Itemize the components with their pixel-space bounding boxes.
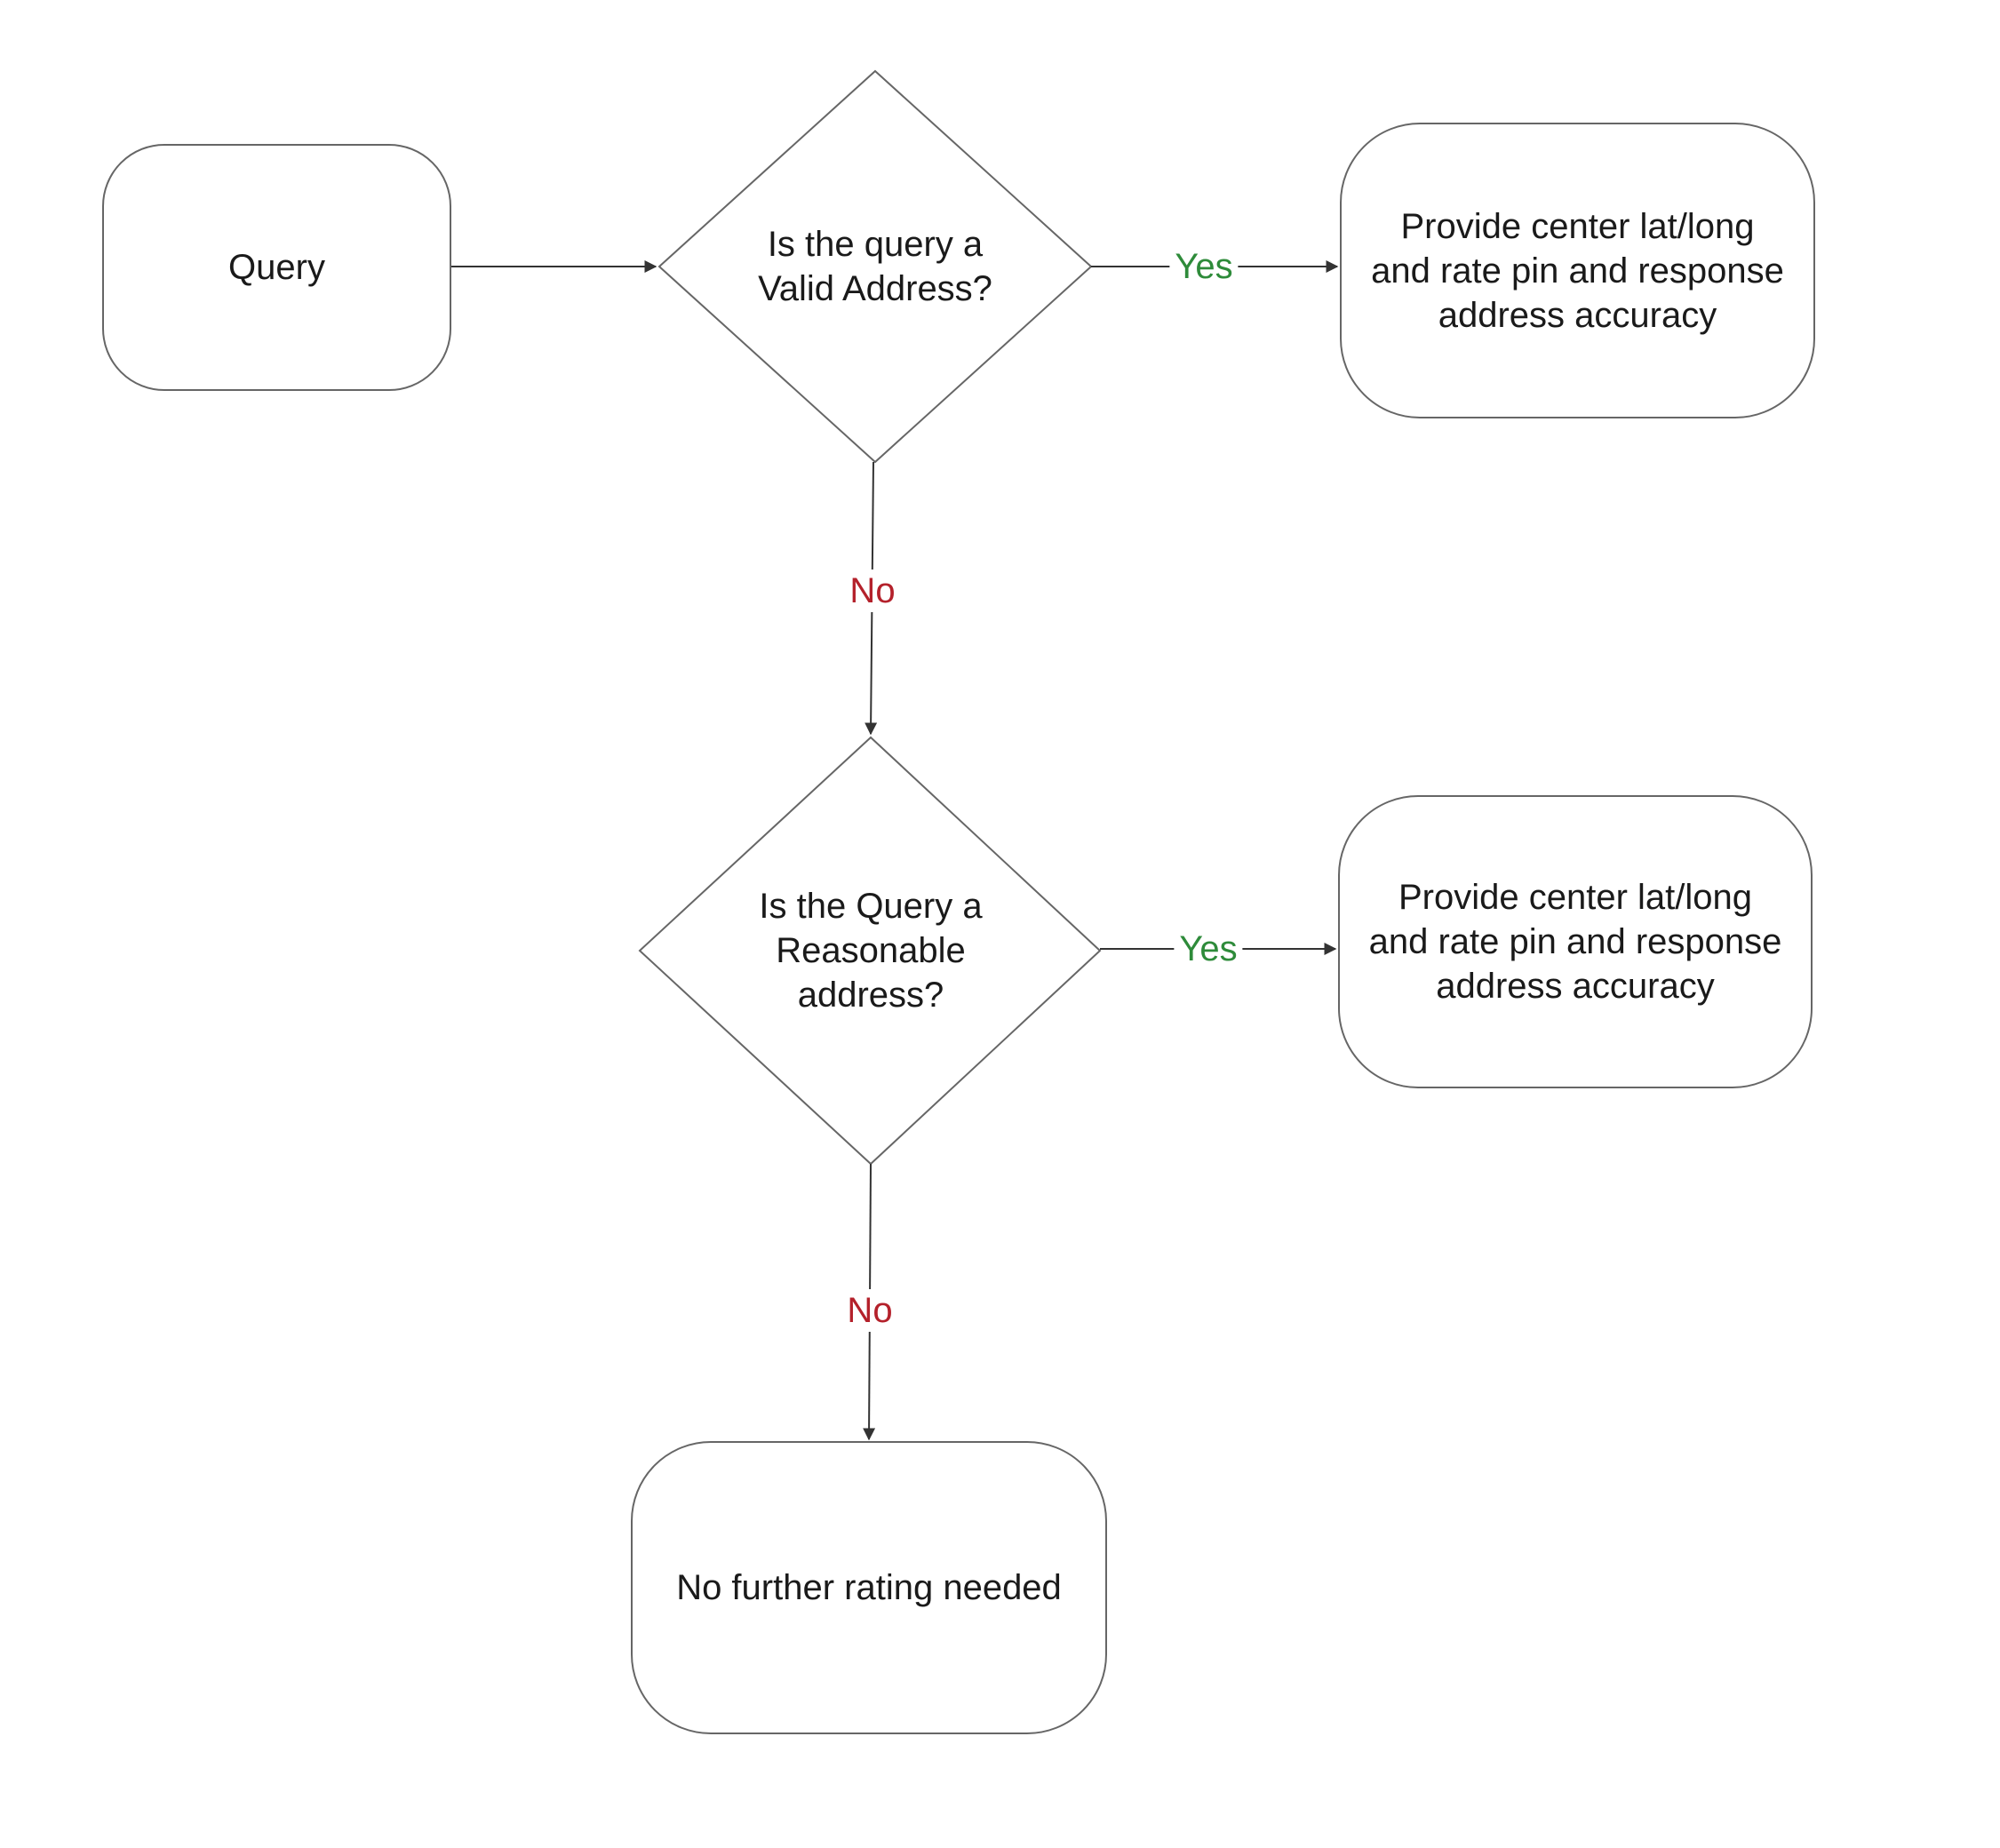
edge-label-reasonable-yes: Yes bbox=[1174, 928, 1243, 970]
node-result-reasonable-text: Provide center lat/long and rate pin and… bbox=[1368, 878, 1782, 1006]
edge-label-reasonable-no: No bbox=[841, 1289, 898, 1332]
node-result-valid-text: Provide center lat/long and rate pin and… bbox=[1371, 206, 1784, 335]
edge-label-valid-no: No bbox=[844, 570, 901, 612]
node-result-reasonable: Provide center lat/long and rate pin and… bbox=[1338, 795, 1813, 1088]
node-query: Query bbox=[102, 144, 451, 391]
node-query-text: Query bbox=[228, 248, 325, 287]
decision-valid-address-label: Is the query a Valid Address? bbox=[758, 225, 992, 308]
node-result-valid: Provide center lat/long and rate pin and… bbox=[1340, 123, 1815, 418]
edge-label-valid-yes: Yes bbox=[1169, 245, 1239, 288]
node-result-none-text: No further rating needed bbox=[676, 1568, 1062, 1607]
decision-valid-address-text: Is the query a Valid Address? bbox=[693, 204, 1057, 329]
decision-reasonable-address-text: Is the Query a Reasonable address? bbox=[684, 871, 1057, 1031]
decision-diamond-valid-address bbox=[657, 69, 1093, 464]
node-result-none: No further rating needed bbox=[631, 1441, 1107, 1734]
decision-reasonable-address-label: Is the Query a Reasonable address? bbox=[759, 887, 983, 1015]
